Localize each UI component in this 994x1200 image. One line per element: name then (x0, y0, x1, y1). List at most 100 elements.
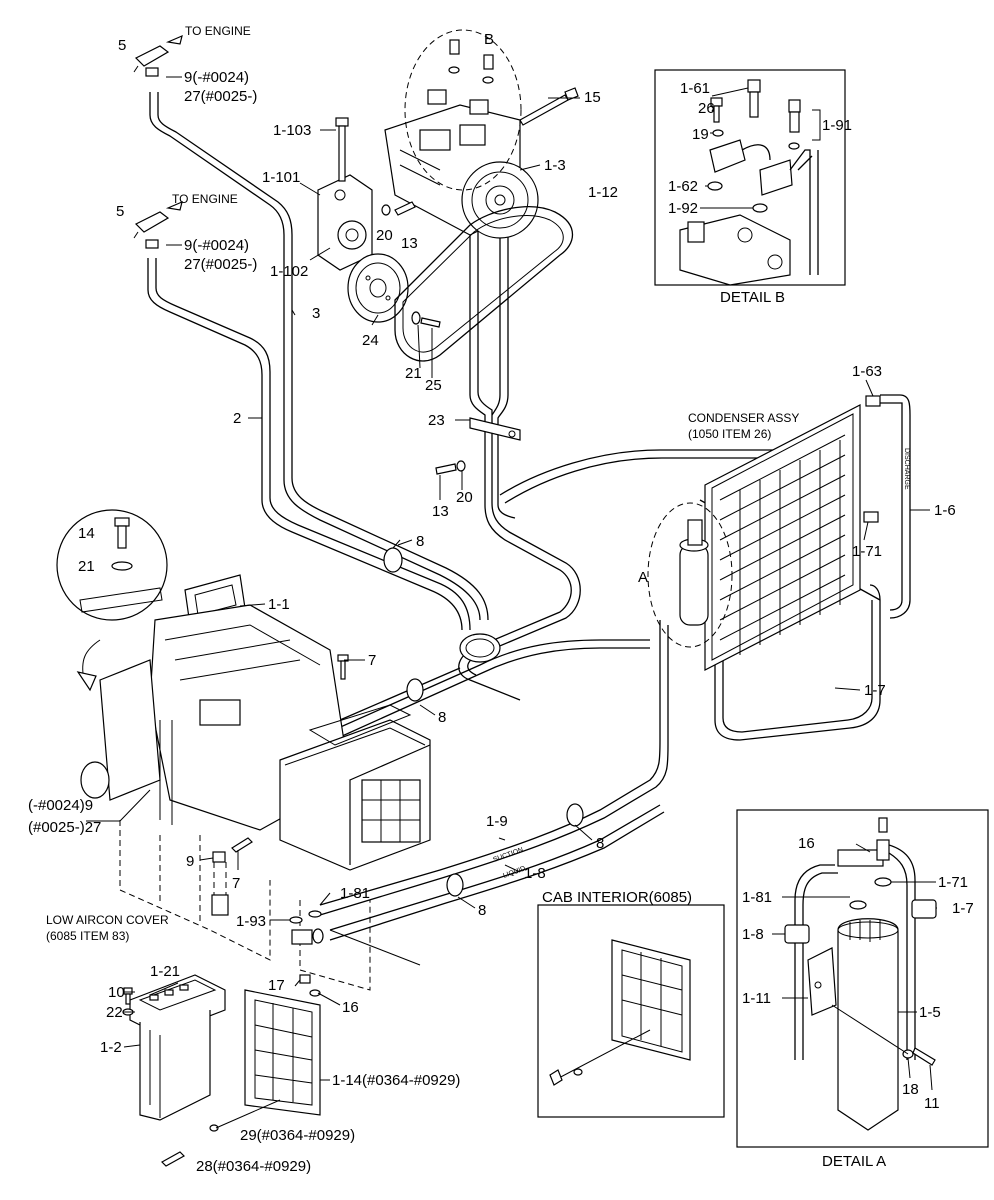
low-aircon-cover-outline (119, 820, 271, 961)
label-1-7: 1-7 (864, 682, 886, 699)
label-db-1-62: 1-62 (668, 178, 698, 195)
detail-bolt-circle (56, 509, 168, 692)
clamp-8-b (406, 678, 424, 702)
label-28: 28(#0364-#0929) (196, 1158, 311, 1175)
bolt-7-bottom (231, 837, 253, 853)
label-8-b: 8 (438, 709, 446, 726)
leader-lines (86, 76, 937, 1091)
label-1-1: 1-1 (268, 596, 290, 613)
label-db-26: 26 (698, 100, 715, 117)
label-7-bottom: 7 (232, 875, 240, 892)
label-to-engine-2: TO ENGINE (172, 192, 238, 206)
label-cab-interior: CAB INTERIOR(6085) (542, 889, 692, 906)
label-1-21: 1-21 (150, 963, 180, 980)
label-9-27-top-l2: 27(#0025-) (184, 88, 257, 105)
label-1-71: 1-71 (852, 543, 882, 560)
detail-a-box (736, 809, 989, 1148)
label-db-19: 19 (692, 126, 709, 143)
label-13-mid: 13 (432, 503, 449, 520)
label-22: 22 (106, 1004, 123, 1021)
clamp-8-c (566, 803, 584, 827)
label-9-27-top-l1: 9(-#0024) (184, 69, 249, 86)
label-to-engine-1: TO ENGINE (185, 24, 251, 38)
label-db-1-91: 1-91 (822, 117, 852, 134)
label-3: 3 (312, 305, 320, 322)
label-5-bottom: 5 (116, 203, 124, 220)
detail-b-box (654, 69, 846, 286)
compressor-top-fittings (427, 39, 494, 115)
label-hose-discharge: DISCHARGE (903, 448, 910, 490)
label-7-top: 7 (368, 652, 376, 669)
label-9-27-bottom-l2: 27(#0025-) (184, 256, 257, 273)
label-8-c: 8 (596, 835, 604, 852)
label-17: 17 (268, 977, 285, 994)
label-15: 15 (584, 89, 601, 106)
detail-b-callout-circle (404, 29, 522, 191)
label-9-27-left-l2: (#0025-)27 (28, 819, 101, 836)
label-23: 23 (428, 412, 445, 429)
engine-fitting-5-bottom (133, 200, 183, 249)
receiver-drier (679, 519, 709, 626)
label-16: 16 (342, 999, 359, 1016)
label-da-18: 18 (902, 1081, 919, 1098)
hose-compressor-lines (458, 230, 581, 701)
cab-interior-box (537, 904, 725, 1118)
label-10: 10 (108, 984, 125, 1001)
bolt-1-103 (335, 117, 349, 182)
bolt-15 (519, 87, 579, 126)
label-9-27-bottom-l1: 9(-#0024) (184, 237, 249, 254)
label-da-16: 16 (798, 835, 815, 852)
label-condenser-l1: CONDENSER ASSY (688, 411, 799, 425)
label-da-1-8: 1-8 (742, 926, 764, 943)
label-da-1-7: 1-7 (952, 900, 974, 917)
label-21: 21 (405, 365, 422, 382)
drive-belt-1-12 (394, 206, 573, 362)
label-da-1-5: 1-5 (919, 1004, 941, 1021)
engine-fitting-5-top (133, 34, 183, 77)
label-low-cover-l2: (6085 ITEM 83) (46, 929, 129, 943)
evaporator-box (279, 704, 431, 871)
label-low-cover-l1: LOW AIRCON COVER (46, 913, 169, 927)
label-hose-suction: SUCTION (492, 847, 524, 864)
label-2: 2 (233, 410, 241, 427)
label-1-81: 1-81 (340, 885, 370, 902)
clamp-8-d (446, 873, 464, 897)
label-24: 24 (362, 332, 379, 349)
hose-1-8-1-9 (319, 620, 669, 941)
label-1-103: 1-103 (273, 122, 311, 139)
label-1-63: 1-63 (852, 363, 882, 380)
label-1-3: 1-3 (544, 157, 566, 174)
label-29: 29(#0364-#0929) (240, 1127, 355, 1144)
label-21-detail: 21 (78, 558, 95, 575)
label-8-a: 8 (416, 533, 424, 550)
condenser-fitting-1-71 (863, 511, 879, 523)
clamp-center-ring (459, 633, 501, 663)
label-detail-b-title: DETAIL B (720, 289, 785, 306)
condenser (704, 404, 861, 671)
bolt-7-top (337, 654, 349, 680)
label-20-top: 20 (376, 227, 393, 244)
label-db-1-61: 1-61 (680, 80, 710, 97)
hose-1-6 (880, 394, 911, 619)
label-da-11: 11 (924, 1095, 940, 1112)
hose-2 (147, 258, 471, 631)
label-8-d: 8 (478, 902, 486, 919)
label-13-top: 13 (401, 235, 418, 252)
control-panel (129, 974, 226, 1121)
label-14: 14 (78, 525, 95, 542)
label-1-2: 1-2 (100, 1039, 122, 1056)
condenser-fitting-1-63 (865, 395, 881, 407)
label-db-1-92: 1-92 (668, 200, 698, 217)
screw-29-28 (161, 1099, 281, 1167)
label-1-12: 1-12 (588, 184, 618, 201)
fitting-9 (211, 851, 229, 916)
clamp-8-a (383, 539, 403, 573)
filter-grille (244, 989, 321, 1116)
label-detail-a-title: DETAIL A (822, 1153, 886, 1170)
label-9-unit: 9 (186, 853, 194, 870)
washer-20-bolt-13-top (381, 201, 416, 216)
label-25: 25 (425, 377, 442, 394)
label-1-14: 1-14(#0364-#0929) (332, 1072, 460, 1089)
bolt-13-washer-20 (435, 460, 466, 475)
labels: TO ENGINE TO ENGINE B A 5 9(-#0024) 27(#… (28, 24, 974, 1175)
